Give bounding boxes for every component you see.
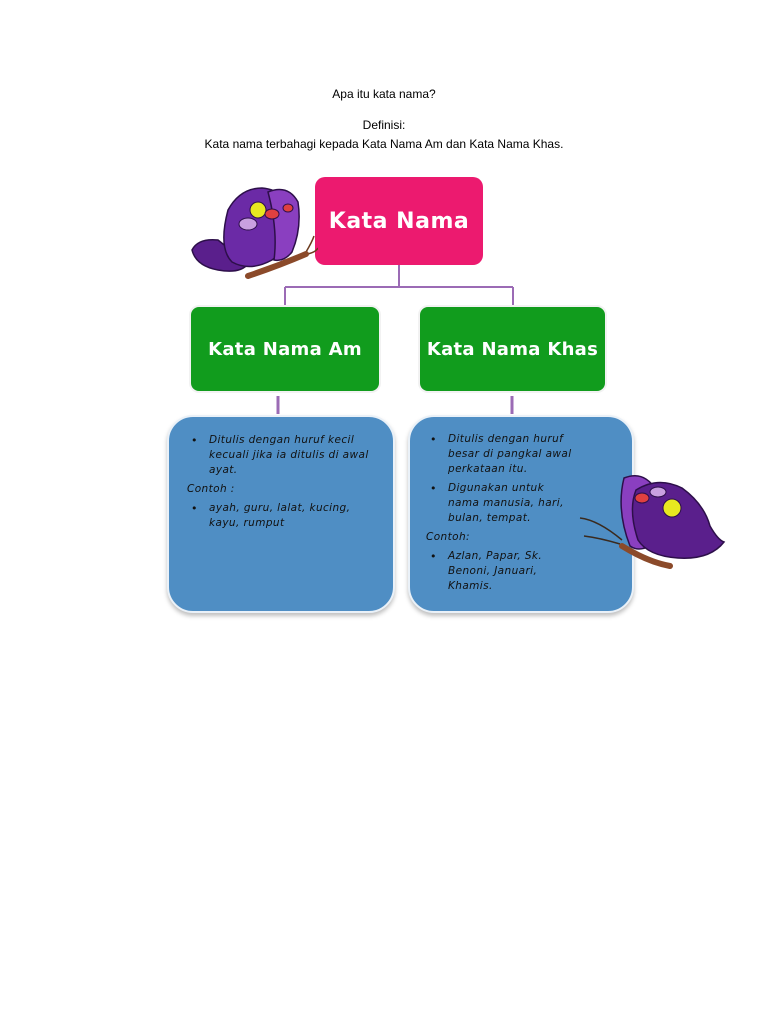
- description-box-khas: Ditulis dengan huruf besar di pangkal aw…: [408, 415, 634, 613]
- definition-text: Kata nama terbahagi kepada Kata Nama Am …: [204, 137, 564, 151]
- butterfly-icon: [579, 475, 726, 569]
- root-node-kata-nama: Kata Nama: [315, 177, 483, 265]
- question-heading: Apa itu kata nama?: [332, 87, 436, 101]
- example-label: Contoh :: [187, 483, 235, 495]
- branch-node-kata-nama-khas: Kata Nama Khas: [420, 307, 605, 391]
- definition-label: Definisi:: [362, 118, 406, 132]
- point-item: Digunakan untuk nama manusia, hari, bula…: [426, 481, 576, 526]
- point-item: Ditulis dengan huruf kecil kecuali jika …: [187, 433, 373, 478]
- point-item: Ditulis dengan huruf besar di pangkal aw…: [426, 432, 576, 477]
- butterfly-icon: [191, 187, 318, 279]
- example-item: ayah, guru, lalat, kucing, kayu, rumput: [187, 501, 373, 531]
- branch-node-kata-nama-am: Kata Nama Am: [191, 307, 379, 391]
- description-box-am: Ditulis dengan huruf kecil kecuali jika …: [167, 415, 395, 613]
- example-item: Azlan, Papar, Sk. Benoni, Januari, Khami…: [426, 549, 576, 594]
- example-label: Contoh:: [426, 531, 470, 543]
